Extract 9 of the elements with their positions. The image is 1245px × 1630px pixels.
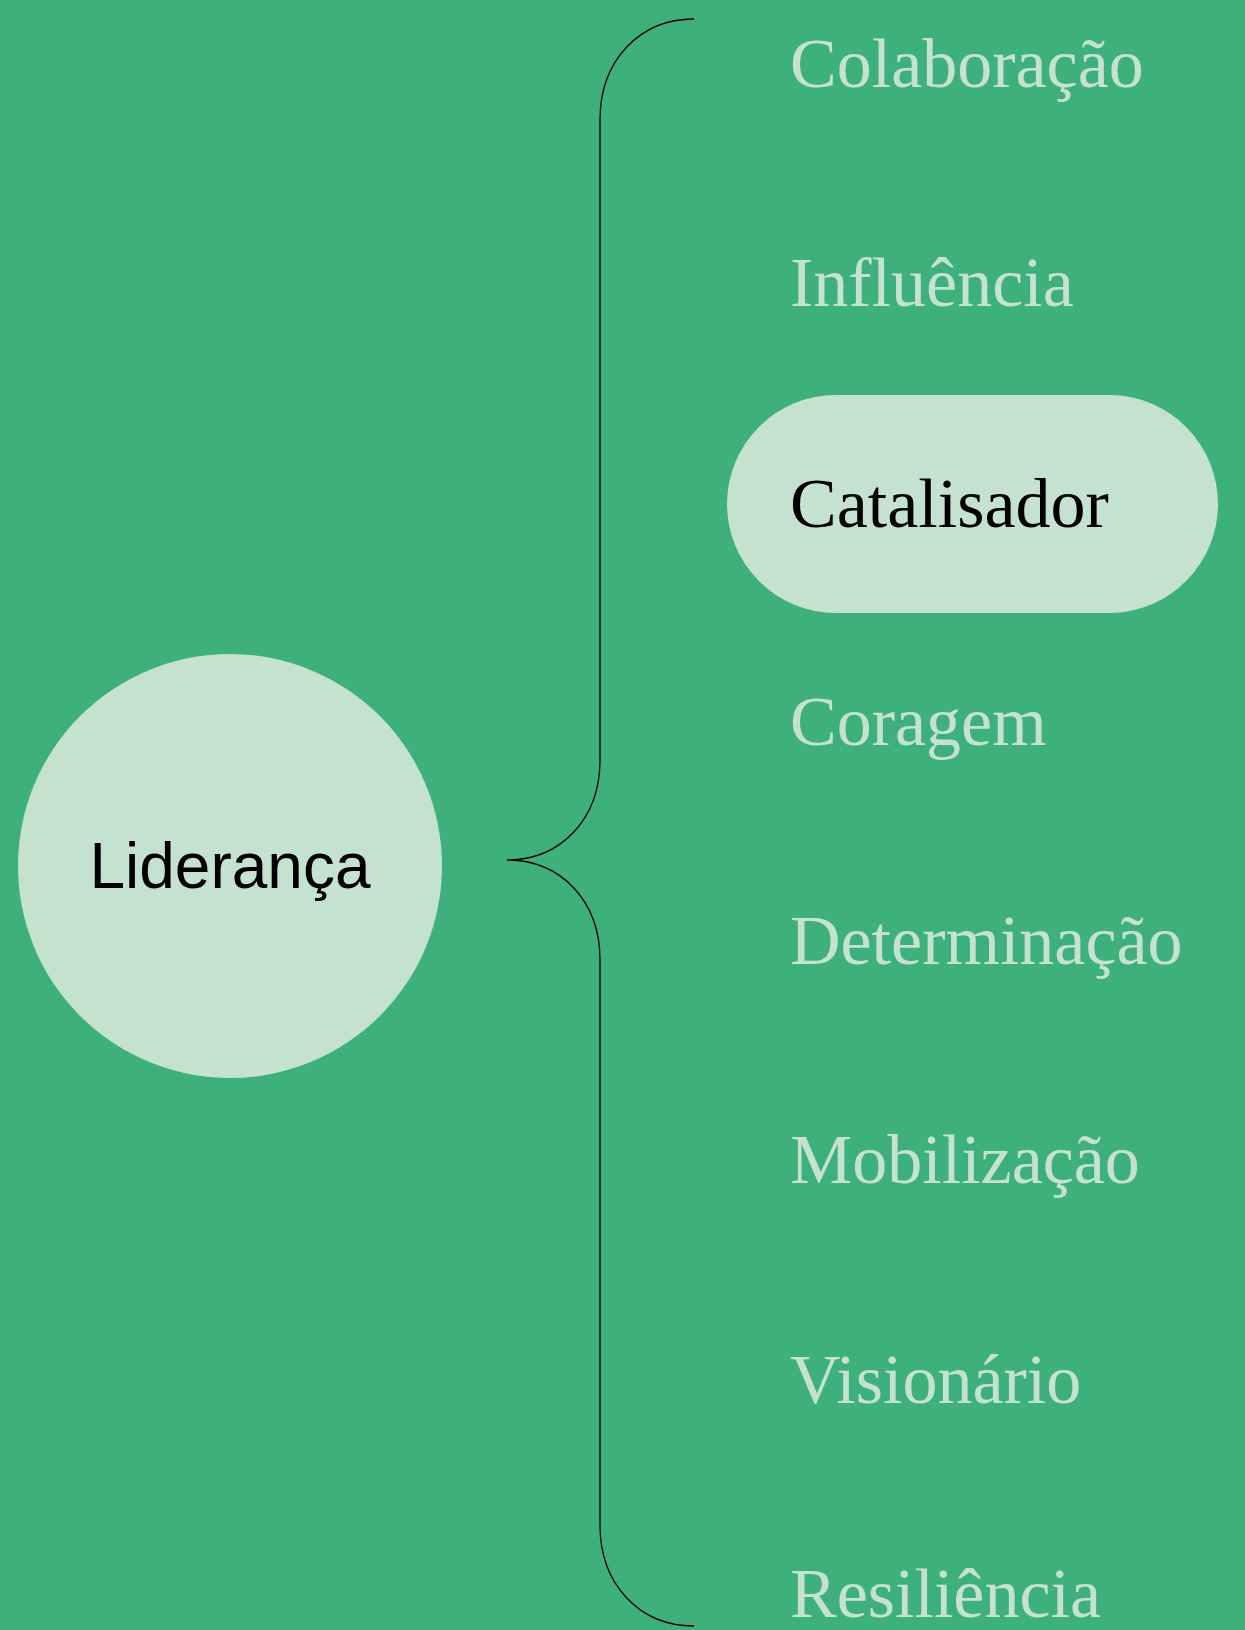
node-text: Catalisador — [790, 464, 1109, 544]
trait-label: Influência — [790, 243, 1074, 323]
trait-label: Mobilização — [790, 1120, 1140, 1200]
trait-label: Coragem — [790, 682, 1047, 762]
trait-label: Colaboração — [790, 24, 1144, 104]
trait-label: Visionário — [790, 1340, 1082, 1420]
trait-label: Determinação — [790, 901, 1183, 981]
node-text: Liderança — [89, 829, 371, 903]
trait-label: Resiliência — [790, 1554, 1101, 1630]
